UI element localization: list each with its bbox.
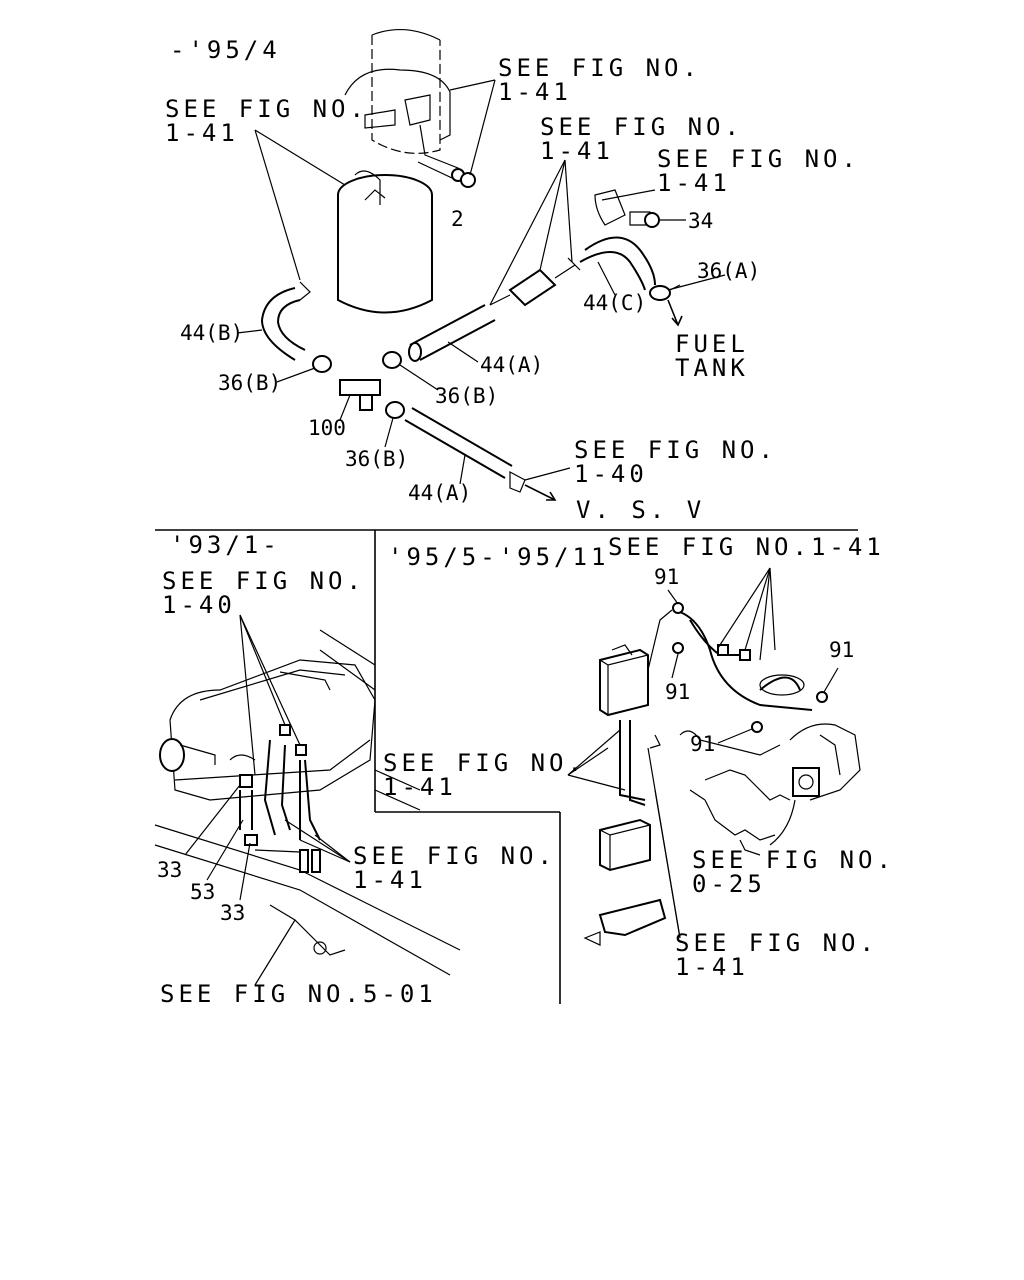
hose-44a-lower	[404, 407, 526, 493]
hose-44b	[260, 281, 311, 361]
part-number-36b-2: 36(B)	[435, 384, 498, 408]
part-number-44a-1: 44(A)	[480, 353, 543, 377]
ref-label-1: SEE FIG NO.	[498, 54, 701, 82]
fuel-tank-frame-drawing	[154, 629, 461, 976]
ref-fig-3: 1-41	[540, 137, 614, 165]
leader-lines-top	[236, 79, 726, 485]
part-number-44c: 44(C)	[583, 291, 646, 315]
ref-label-3: SEE FIG NO.	[540, 113, 743, 141]
vsv-arrow	[524, 484, 556, 501]
ref-fig-7: 1-41	[353, 866, 427, 894]
part-number-33-2: 33	[220, 901, 245, 925]
canister-bottom-right-drawing	[599, 609, 673, 717]
ref-label-7: SEE FIG NO.	[353, 842, 556, 870]
part-number-36b-3: 36(B)	[345, 447, 408, 471]
ref-label-4: SEE FIG NO.	[657, 145, 860, 173]
bracket-bottom-right-drawing	[583, 818, 667, 946]
nut-part-2	[451, 168, 476, 188]
section-dividers	[155, 529, 858, 1004]
part-number-100: 100	[308, 416, 346, 440]
ref-fig-4: 1-41	[657, 169, 731, 197]
section-date-top: -'95/4	[170, 36, 281, 64]
part-number-2: 2	[451, 207, 464, 231]
part-number-91-4: 91	[690, 732, 715, 756]
part-number-44b: 44(B)	[180, 321, 243, 345]
clamps-36b	[312, 351, 405, 419]
ref-label-11: SEE FIG NO.	[692, 846, 895, 874]
canister-bracket-drawing	[344, 28, 459, 179]
vsv-arrow-head	[546, 491, 557, 501]
ref-fig-2: 1-41	[165, 119, 239, 147]
fuel-tank-label-line1: FUEL	[675, 330, 749, 358]
bottom-right-hoses	[619, 602, 828, 806]
ref-label-5: SEE FIG NO.	[574, 436, 777, 464]
fuel-tank-label-line2: TANK	[675, 354, 749, 382]
ref-label-6: SEE FIG NO.	[162, 567, 365, 595]
part-number-91-1: 91	[654, 565, 679, 589]
ref-fig-11: 0-25	[692, 870, 766, 898]
part-number-91-3: 91	[829, 638, 854, 662]
ref-fig-10: 1-41	[383, 773, 457, 801]
t-joint-100	[339, 379, 381, 411]
ref-label-2: SEE FIG NO.	[165, 95, 368, 123]
part-number-53: 53	[190, 880, 215, 904]
fuel-tank-arrow-head	[671, 315, 683, 327]
ref-label-8: SEE FIG NO.5-01	[160, 980, 437, 1008]
hose-44a-upper	[408, 304, 496, 362]
ref-fig-1: 1-41	[498, 78, 572, 106]
part-number-44a-2: 44(A)	[408, 481, 471, 505]
charcoal-canister-drawing	[337, 170, 433, 314]
hose-44c	[579, 236, 656, 291]
vsv-label: V. S. V	[576, 496, 705, 524]
leader-lines-bottom-left	[184, 614, 351, 986]
ref-fig-12: 1-41	[675, 953, 749, 981]
ref-label-12: SEE FIG NO.	[675, 929, 878, 957]
fuel-tank-arrow	[667, 299, 679, 326]
leader-lines-bottom-right	[567, 567, 839, 939]
ref-fig-5: 1-40	[574, 460, 648, 488]
part-number-36a: 36(A)	[697, 259, 760, 283]
section-date-bottom-left: '93/1-	[170, 531, 281, 559]
ref-label-9: SEE FIG NO.1-41	[608, 533, 885, 561]
intake-manifold-drawing	[679, 723, 861, 856]
ref-label-10: SEE FIG NO.	[383, 749, 586, 777]
bracket-bolt-34	[594, 189, 660, 228]
clamp-36a	[649, 284, 681, 301]
check-valve-drawing	[489, 257, 581, 307]
bottom-left-hoses	[229, 724, 321, 873]
section-date-bottom-right: '95/5-'95/11	[388, 543, 609, 571]
part-number-33-1: 33	[157, 858, 182, 882]
part-number-36b-1: 36(B)	[218, 371, 281, 395]
ref-fig-6: 1-40	[162, 591, 236, 619]
part-number-34: 34	[688, 209, 713, 233]
part-number-91-2: 91	[665, 680, 690, 704]
